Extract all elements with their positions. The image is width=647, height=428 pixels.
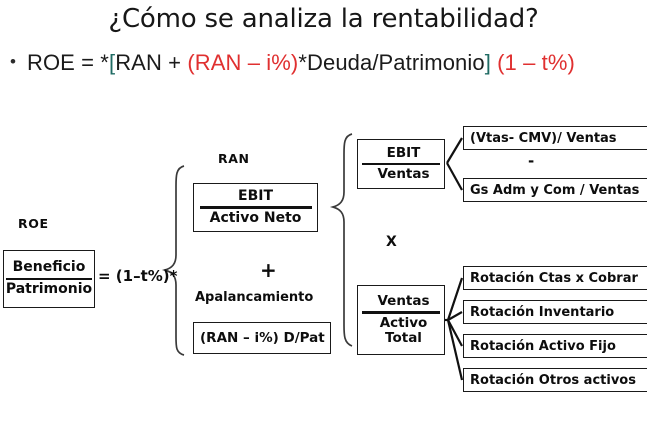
ran-fraction-box: EBIT Activo Neto xyxy=(193,183,318,232)
brace-ran-apalancamiento xyxy=(161,165,185,356)
roe-label: ROE xyxy=(18,216,49,231)
roe-fraction-bar xyxy=(6,277,92,281)
formula-bullet-row: • ROE = *[RAN + (RAN – i%)*Deuda/Patrimo… xyxy=(10,50,640,76)
connector-rotation-1 xyxy=(446,277,464,321)
brace-margen-rotacion xyxy=(329,133,353,347)
operator-plus: + xyxy=(260,258,277,282)
margen-fraction: EBIT Ventas xyxy=(358,144,444,183)
rotation-component-box: Rotación Ctas x Cobrar xyxy=(463,266,647,290)
margen-fraction-box: EBIT Ventas xyxy=(357,139,445,189)
rotation-component-label: Rotación Activo Fijo xyxy=(470,338,616,354)
formula-token: ROE = * xyxy=(26,50,109,75)
formula-token-bracket-open: [ xyxy=(108,50,116,75)
connector-margin-top xyxy=(446,137,463,164)
rotation-component-label: Rotación Inventario xyxy=(470,304,615,320)
connector-rotation-3 xyxy=(447,319,463,347)
rotation-component-label: Rotación Otros activos xyxy=(470,372,636,388)
rotation-component-label: Rotación Ctas x Cobrar xyxy=(470,270,638,286)
formula-token-tax: (1 – t%) xyxy=(497,50,575,75)
rotacion-denominator-line1: Activo xyxy=(379,314,428,331)
formula-token-bracket-close: ] xyxy=(484,50,491,75)
apalancamiento-box: (RAN – i%) D/Pat xyxy=(193,322,331,354)
operator-times: X xyxy=(386,234,398,250)
rotacion-fraction-bar xyxy=(362,311,440,314)
operator-minus: - xyxy=(528,152,535,170)
roe-numerator: Beneficio xyxy=(12,259,86,276)
roe-equals-factor: = (1–t%)* xyxy=(98,267,178,285)
apalancamiento-label: Apalancamiento xyxy=(195,290,314,305)
margin-component-bottom-label: Gs Adm y Com / Ventas xyxy=(470,182,640,198)
margen-denominator: Ventas xyxy=(377,166,430,183)
rotation-component-box: Rotación Otros activos xyxy=(463,368,647,392)
bullet-marker-icon: • xyxy=(10,52,16,71)
formula-token: RAN + xyxy=(115,50,188,75)
roe-formula: ROE = *[RAN + (RAN – i%)*Deuda/Patrimoni… xyxy=(27,50,575,76)
ran-fraction: EBIT Activo Neto xyxy=(194,187,317,227)
rotacion-fraction-box: Ventas Activo Total xyxy=(357,285,445,355)
connector-rotation-2 xyxy=(447,311,463,321)
margin-component-box-bottom: Gs Adm y Com / Ventas xyxy=(463,178,647,202)
ran-denominator: Activo Neto xyxy=(209,209,302,226)
ran-fraction-bar xyxy=(199,206,312,209)
margin-component-top-label: (Vtas- CMV)/ Ventas xyxy=(470,130,617,146)
page-title: ¿Cómo se analiza la rentabilidad? xyxy=(108,4,539,34)
rotacion-numerator: Ventas xyxy=(377,293,430,310)
apalancamiento-expression: (RAN – i%) D/Pat xyxy=(200,330,325,346)
rotacion-fraction: Ventas Activo Total xyxy=(358,293,444,346)
rotation-component-box: Rotación Inventario xyxy=(463,300,647,324)
ran-label: RAN xyxy=(218,151,250,166)
margin-component-box-top: (Vtas- CMV)/ Ventas xyxy=(463,126,647,150)
ran-numerator: EBIT xyxy=(238,187,273,204)
formula-token: *Deuda/Patrimonio xyxy=(298,50,485,75)
formula-token-spread: (RAN – i%) xyxy=(187,50,299,75)
roe-fraction: Beneficio Patrimonio xyxy=(4,259,94,298)
connector-margin-bottom xyxy=(446,162,463,191)
roe-fraction-box: Beneficio Patrimonio xyxy=(3,250,95,308)
connector-rotation-4 xyxy=(446,319,464,381)
rotacion-denominator-line2: Total xyxy=(385,329,422,346)
margen-fraction-bar xyxy=(362,162,440,166)
margen-numerator: EBIT xyxy=(386,144,421,161)
rotation-component-box: Rotación Activo Fijo xyxy=(463,334,647,358)
roe-denominator: Patrimonio xyxy=(5,281,93,298)
